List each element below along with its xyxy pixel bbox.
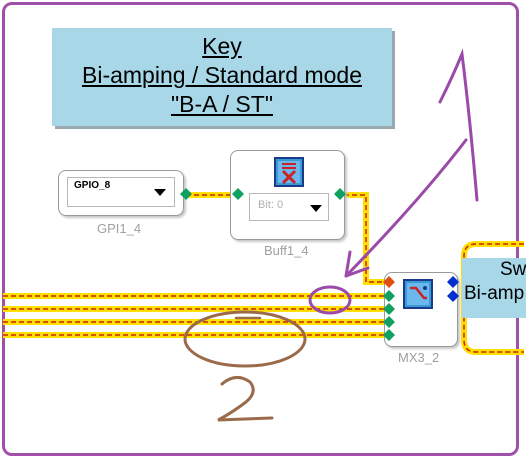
mux-input-pin-1[interactable] <box>383 290 395 302</box>
mux-output-pin-2[interactable] <box>447 290 459 302</box>
key-line-abbrev: "B-A / ST" <box>171 91 273 117</box>
buff-block[interactable]: Bit: 0 <box>230 150 345 240</box>
switch-label-line2: Bi-amp <box>464 283 525 304</box>
annotation-circle-2 <box>183 310 307 368</box>
bit-select-value: Bit: 0 <box>258 199 284 211</box>
switch-label-box: Sw Bi-amp <box>462 258 526 318</box>
buff-block-label: Buff1_4 <box>264 243 309 258</box>
mux-input-pin-4[interactable] <box>383 329 395 341</box>
mux-input-pin-control[interactable] <box>383 276 395 288</box>
mux-block-label: MX3_2 <box>398 350 440 365</box>
chevron-down-icon[interactable] <box>154 189 166 196</box>
buff-output-pin[interactable] <box>334 188 346 200</box>
gpio-output-pin[interactable] <box>180 188 192 200</box>
mux-input-pin-3[interactable] <box>383 316 395 328</box>
annotation-numeral-2 <box>217 376 274 422</box>
chevron-down-icon[interactable] <box>310 205 322 212</box>
mux-output-pin-1[interactable] <box>447 276 459 288</box>
annotation-arrow-1 <box>344 48 479 278</box>
gpio-block-label: GPI1_4 <box>97 221 142 236</box>
mux-input-pin-2[interactable] <box>383 303 395 315</box>
gpio-select-value: GPIO_8 <box>74 180 111 191</box>
annotation-circle-1 <box>308 285 352 315</box>
gpio-block[interactable]: GPIO_8 <box>58 170 184 216</box>
wire-buff-to-mux[interactable] <box>344 192 388 285</box>
key-title: Key <box>202 33 242 59</box>
gpio-select[interactable]: GPIO_8 <box>67 177 175 207</box>
switch-icon <box>403 279 433 309</box>
mux-block[interactable] <box>384 272 458 347</box>
switch-label-line1: Sw <box>500 259 526 280</box>
purple-frame <box>2 2 519 456</box>
buffer-x-icon <box>274 157 304 187</box>
key-box: Key Bi-amping / Standard mode "B-A / ST" <box>52 28 392 126</box>
bit-select[interactable]: Bit: 0 <box>249 193 329 221</box>
buff-input-pin[interactable] <box>232 188 244 200</box>
key-line-mode: Bi-amping / Standard mode <box>82 62 362 88</box>
